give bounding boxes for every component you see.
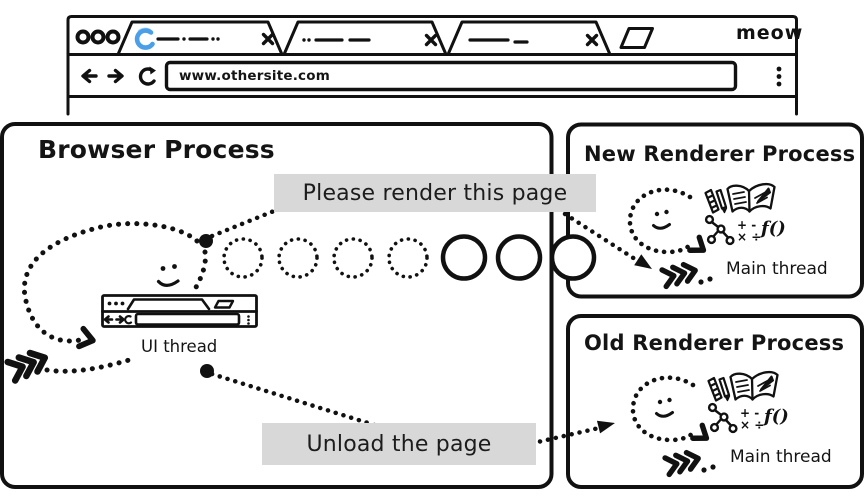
loading-spinner-icon — [134, 28, 155, 50]
main-thread-label-old: Main thread — [730, 447, 832, 467]
tab-title-dashes — [468, 38, 529, 44]
ui-thread-label: UI thread — [141, 337, 218, 356]
brand-label: meow — [736, 22, 804, 44]
new-renderer-process-title: New Renderer Process — [584, 142, 856, 166]
fast-forward-icon — [659, 261, 698, 290]
tab-close-icon[interactable] — [585, 33, 599, 47]
dom-tree-icon — [704, 214, 735, 246]
tab-close-icon[interactable] — [424, 33, 438, 47]
ui-thread-loop-arc — [22, 221, 200, 344]
address-bar[interactable] — [164, 60, 738, 92]
browser-window — [66, 15, 798, 116]
ipc-solid-circles — [440, 234, 597, 281]
message-origin-dot — [199, 234, 213, 248]
tab-close-icon[interactable] — [261, 32, 275, 46]
svg-text:+ -: + - — [737, 218, 756, 232]
old-renderer-process-box — [566, 314, 864, 489]
browser-window-frame — [66, 15, 798, 116]
forward-icon[interactable] — [107, 68, 124, 84]
fast-forward-icon — [4, 349, 49, 384]
arrowhead-icon — [634, 254, 652, 269]
browser-process-box — [0, 122, 554, 489]
function-icon: f() — [759, 218, 786, 239]
ipc-dotted-circles — [222, 237, 429, 279]
back-icon[interactable] — [81, 68, 98, 84]
message-label-render: Please render this page — [274, 174, 596, 212]
message-line-unload — [209, 371, 387, 431]
main-thread-label-new: Main thread — [726, 259, 828, 279]
mini-browser-icon — [101, 294, 258, 328]
fast-forward-trail — [698, 276, 713, 285]
ui-thread-loop-arc-right — [192, 249, 208, 292]
smiley-face-icon — [156, 264, 180, 287]
smiley-face-icon — [652, 209, 671, 230]
tab-active[interactable] — [116, 20, 284, 56]
book-icon — [726, 182, 776, 213]
message-line-render — [209, 208, 277, 239]
arrowhead-icon — [596, 420, 615, 434]
fast-forward-trail — [44, 357, 132, 374]
loop-arrowhead-icon — [76, 325, 96, 350]
main-thread-loop-arc — [627, 187, 695, 255]
tab-background-2[interactable] — [446, 20, 612, 56]
url-text[interactable]: www.othersite.com — [179, 68, 330, 84]
reload-icon[interactable] — [138, 66, 157, 86]
renderer-main-thread-doodle: + - × ÷ f() — [627, 182, 786, 290]
loop-arrowhead-icon — [687, 234, 707, 253]
message-label-unload: Unload the page — [262, 423, 536, 465]
browser-process-title: Browser Process — [38, 135, 275, 164]
tab-title-dashes — [156, 37, 220, 41]
traffic-lights-icon[interactable] — [75, 29, 121, 45]
menu-dots-icon[interactable] — [776, 66, 782, 87]
new-tab-button[interactable] — [619, 27, 654, 49]
svg-text:× ÷: × ÷ — [737, 230, 761, 244]
message-arrow-unload — [537, 425, 602, 444]
ruler-pencil-icon — [704, 188, 728, 214]
math-icon: + - × ÷ — [737, 218, 761, 244]
tab-title-dashes — [302, 38, 371, 42]
tab-background-1[interactable] — [282, 20, 448, 56]
old-renderer-process-title: Old Renderer Process — [584, 331, 845, 355]
message-arrow-render — [562, 211, 641, 264]
